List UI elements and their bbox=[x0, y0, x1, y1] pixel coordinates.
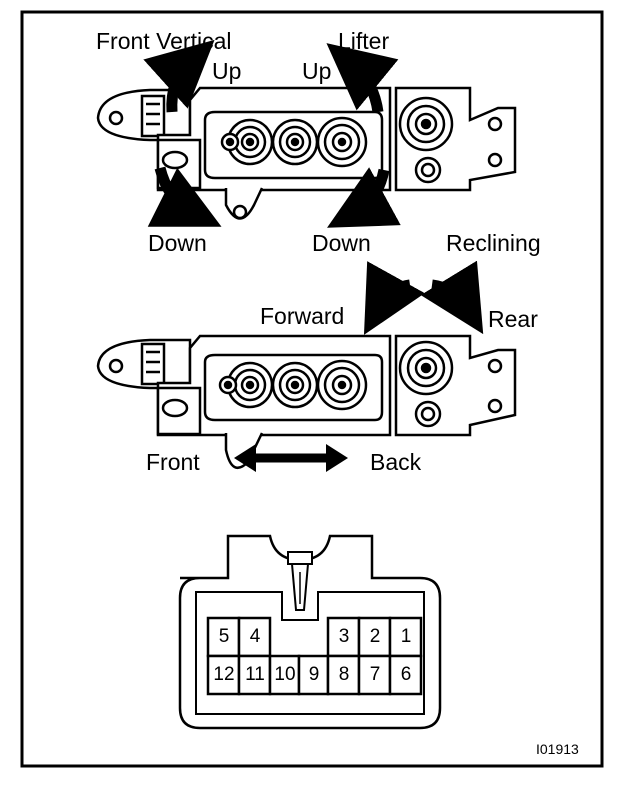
lifter-down-label: Down bbox=[312, 230, 371, 256]
pin-4: 4 bbox=[249, 626, 261, 647]
front-vertical-up-label: Up bbox=[212, 58, 242, 84]
pin-10: 10 bbox=[274, 664, 296, 685]
front-vertical-arrow-up bbox=[143, 39, 215, 113]
pin-8: 8 bbox=[338, 664, 350, 685]
lifter-arrow-up bbox=[326, 43, 399, 113]
bottom-switch-drawing bbox=[96, 334, 517, 470]
top-switch-drawing bbox=[96, 86, 517, 220]
figure-frame bbox=[20, 10, 604, 768]
lifter-label: Lifter bbox=[338, 28, 390, 54]
pin-1: 1 bbox=[400, 626, 412, 647]
lifter-up-label: Up bbox=[302, 58, 332, 84]
rear-label: Rear bbox=[488, 306, 538, 332]
back-label: Back bbox=[370, 449, 422, 475]
front-vertical-down-label: Down bbox=[148, 230, 207, 256]
slide-double-arrow bbox=[234, 444, 348, 472]
pin-12: 12 bbox=[213, 664, 235, 685]
front-vertical-label: Front Vertical bbox=[96, 28, 232, 54]
connector-drawing bbox=[178, 534, 442, 730]
reclining-label: Reclining bbox=[446, 230, 541, 256]
forward-label: Forward bbox=[260, 303, 345, 329]
pin-7: 7 bbox=[369, 664, 381, 685]
reclining-arrows bbox=[363, 260, 484, 335]
front-vertical-arrow-down bbox=[147, 166, 222, 227]
pin-6: 6 bbox=[400, 664, 412, 685]
front-label: Front bbox=[146, 449, 200, 475]
figure-id: I01913 bbox=[536, 741, 579, 757]
pin-2: 2 bbox=[369, 626, 381, 647]
pin-9: 9 bbox=[308, 664, 320, 685]
pin-3: 3 bbox=[338, 626, 350, 647]
lifter-arrow-down bbox=[327, 167, 401, 228]
pin-5: 5 bbox=[218, 626, 230, 647]
pin-11: 11 bbox=[245, 664, 265, 685]
